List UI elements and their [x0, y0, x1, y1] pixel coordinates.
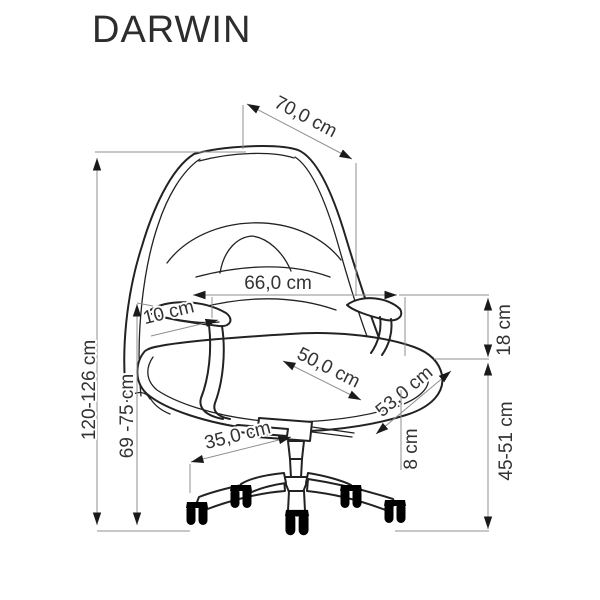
column-upper: [287, 440, 305, 460]
adjustment-lever-left: [233, 424, 289, 437]
caster-front: [284, 509, 310, 536]
chair-base: [186, 472, 406, 536]
dimension-label: 66,0 cm: [244, 273, 312, 294]
backrest-center-arch-seam: [219, 235, 292, 274]
armrest-left-support-back: [199, 324, 224, 420]
dim-backrest-seat-gap: 18 cm: [434, 298, 517, 360]
caster-far-right: [384, 500, 406, 523]
chair-gas-column: [282, 440, 310, 493]
dimension-label: 45-51 cm: [496, 401, 517, 480]
base-leg-front: [287, 490, 306, 512]
backrest-top-seam: [198, 152, 295, 162]
armrest-right-support-back: [370, 316, 382, 354]
dim-seat-height: 45-51 cm: [395, 363, 519, 532]
armrest-right-pad: [346, 297, 403, 322]
chair-drawing: [123, 145, 444, 536]
product-title: DARWIN: [92, 9, 252, 51]
extension-lines: [242, 105, 357, 296]
dimension-label: 120-126 cm: [79, 340, 100, 440]
column-cone: [282, 476, 310, 493]
extension-lines: [211, 294, 489, 356]
chair-seat: [127, 332, 444, 433]
armrest-left-support-front: [213, 325, 231, 420]
dimension-line: [190, 435, 292, 464]
dimension-line: [246, 103, 353, 160]
dim-seat-edge: 8 cm: [399, 390, 424, 472]
dim-backrest-top-width: 70,0 cm: [242, 90, 357, 296]
column-lower: [289, 458, 303, 479]
dimension-line: [282, 360, 362, 401]
dim-backrest-width: 66,0 cm: [193, 271, 489, 356]
backrest-shoulder-seam: [166, 222, 342, 264]
dimension-label: 18 cm: [494, 304, 515, 356]
dimension-label: 8 cm: [401, 428, 422, 469]
chair-mechanism: [233, 417, 355, 442]
backrest-band-lower-seam: [198, 298, 337, 311]
backrest-right-seam: [294, 156, 372, 348]
caster-far-left: [186, 502, 208, 525]
backrest-band-upper-seam: [195, 266, 331, 278]
dimension-line: [375, 370, 452, 435]
dim-overall-height: 120-126 cm: [77, 151, 246, 532]
base-leg-far-right: [306, 478, 396, 512]
leader-line: [150, 318, 219, 337]
extension-lines: [136, 302, 154, 307]
dim-floor-to-armrest: 69 -75 cm: [115, 302, 154, 525]
adjustment-rod-right: [311, 426, 355, 438]
dimension-label: 10 cm: [141, 296, 196, 329]
extension-lines: [95, 151, 246, 532]
armrest-right-support-front: [381, 318, 393, 356]
dimension-label: 69 -75 cm: [117, 374, 138, 458]
